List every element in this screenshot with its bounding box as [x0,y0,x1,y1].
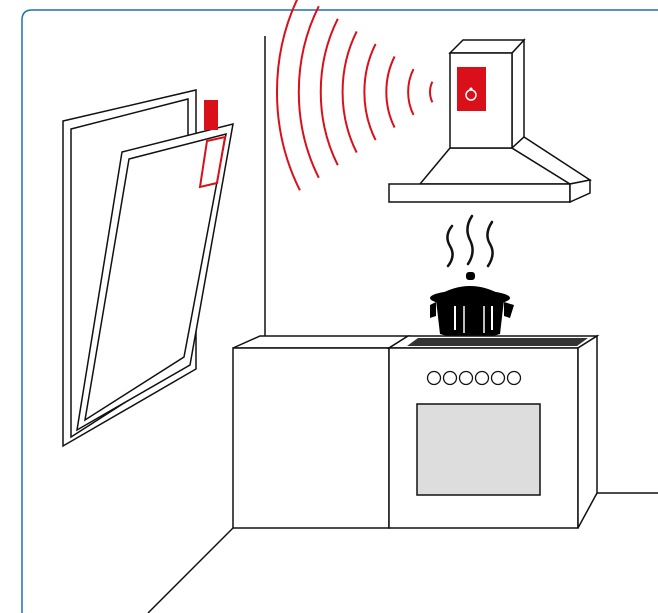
stove-knob [492,372,505,385]
signal-wave [277,0,300,190]
signal-wave [343,31,357,152]
extractor-hood-icon [389,40,590,202]
signal-wave [408,69,413,115]
signal-wave [430,82,432,103]
stove-oven-icon [389,336,597,528]
stove-knob [460,372,473,385]
hood-receiver-module-icon [457,67,486,111]
stove-knob [444,372,457,385]
wireless-signal-icon [277,0,432,190]
stove-knob [476,372,489,385]
kitchen-cabinet-icon [233,336,408,528]
signal-wave [299,6,319,178]
cooking-pot-icon [430,272,514,339]
stove-knob [508,372,521,385]
steam-icon [447,216,492,266]
signal-wave [386,57,394,128]
signal-wave [321,19,338,165]
signal-wave [364,44,375,140]
stove-knob [428,372,441,385]
